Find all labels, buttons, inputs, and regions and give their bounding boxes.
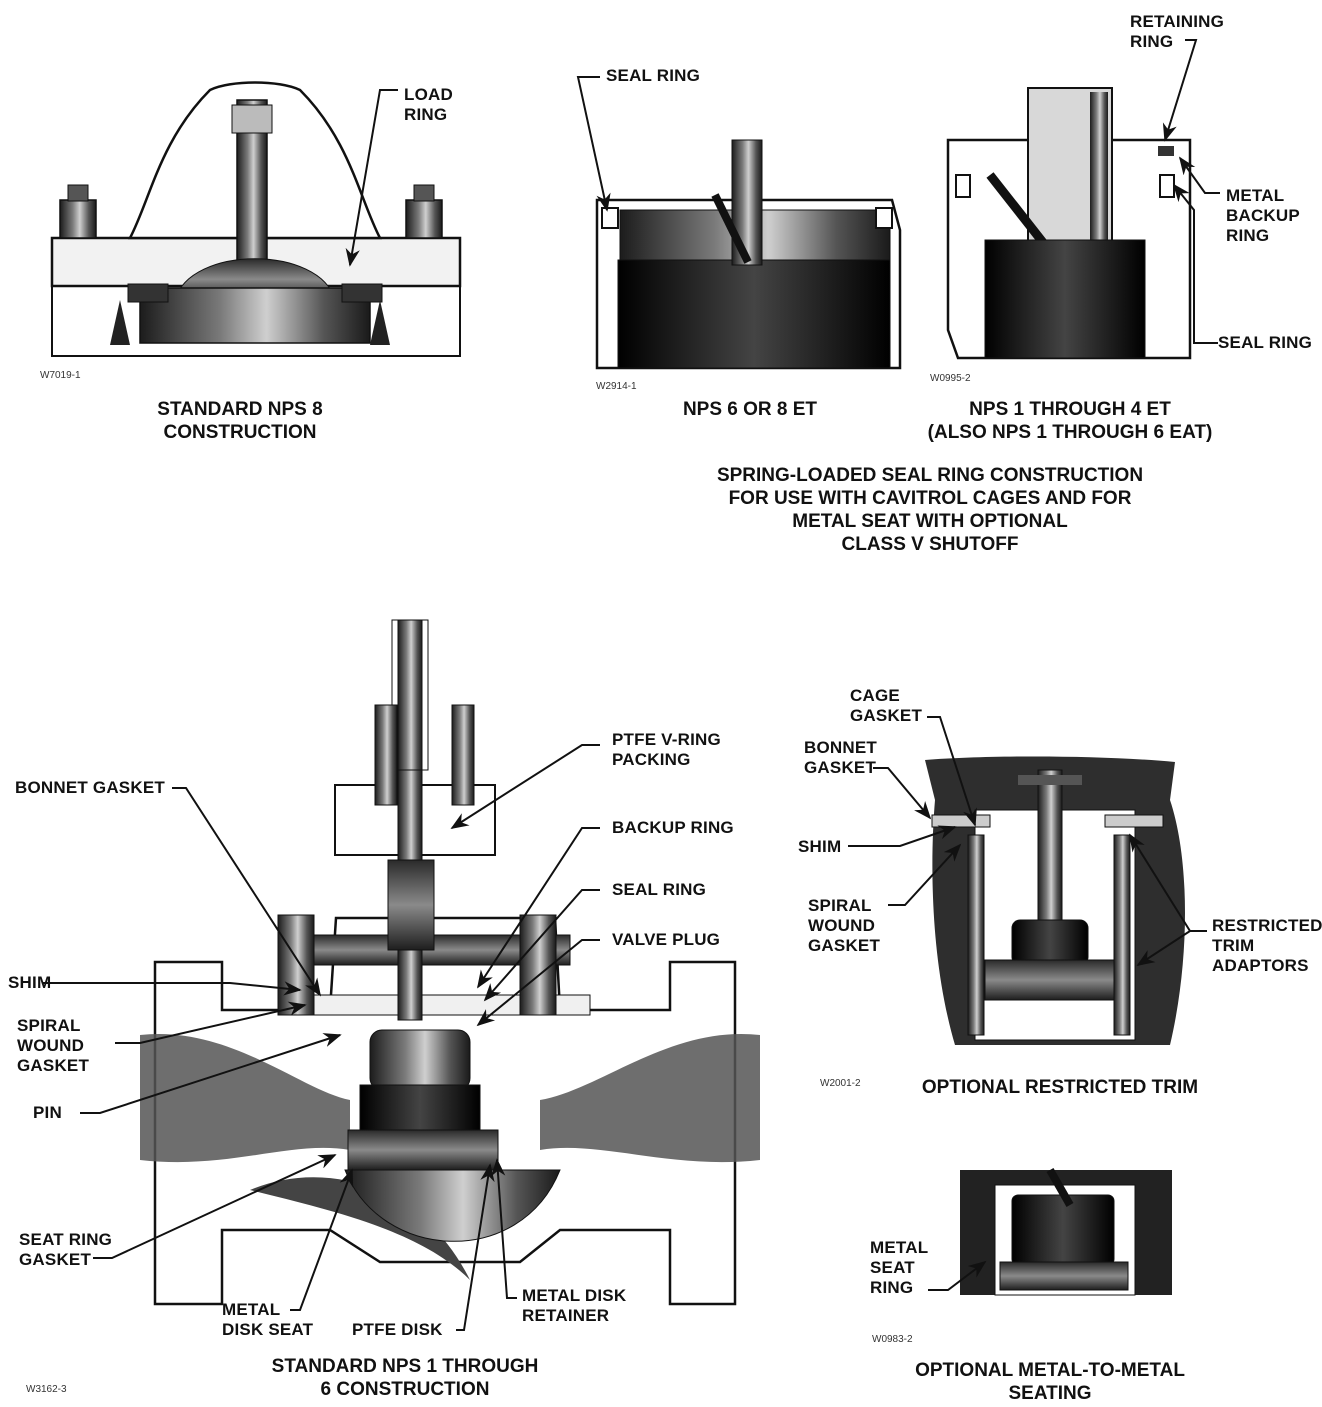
label-retaining-ring: RETAINING RING: [1130, 12, 1225, 51]
label-backup-ring: BACKUP RING: [612, 818, 734, 837]
label-bonnet-gasket-rt: BONNET GASKET: [804, 738, 877, 777]
caption-nps1-4-et: NPS 1 THROUGH 4 ET (ALSO NPS 1 THROUGH 6…: [927, 399, 1213, 443]
figure-code-w3162: W3162-3: [26, 1384, 67, 1395]
figure-code-w0995: W0995-2: [930, 373, 971, 384]
label-ptfe-v-ring-packing: PTFE V-RING PACKING: [612, 730, 721, 769]
figure-code-w2914: W2914-1: [596, 381, 637, 392]
label-seal-ring-nps1: SEAL RING: [1218, 333, 1313, 352]
caption-std-nps1-6: STANDARD NPS 1 THROUGH 6 CONSTRUCTION: [271, 1356, 539, 1400]
caption-nps6-8-et: NPS 6 OR 8 ET: [682, 399, 818, 420]
caption-std-nps8: STANDARD NPS 8 CONSTRUCTION: [157, 399, 323, 443]
label-metal-backup-ring: METAL BACKUP RING: [1226, 186, 1300, 245]
label-bonnet-gasket: BONNET GASKET: [15, 778, 165, 797]
restricted-trim-drawing: [925, 756, 1185, 1045]
figure-code-w7019: W7019-1: [40, 370, 81, 381]
label-spiral-wound-gasket-rt: SPIRAL WOUND GASKET: [808, 896, 881, 955]
label-seat-ring-gasket: SEAT RING GASKET: [19, 1230, 113, 1269]
label-cage-gasket: CAGE GASKET: [850, 686, 923, 725]
restricted-trim-leaders: [848, 716, 1207, 966]
label-metal-disk-seat: METAL DISK SEAT: [222, 1300, 314, 1339]
label-seal-ring-nps6: SEAL RING: [606, 66, 701, 85]
metal-to-metal-drawing: [960, 1168, 1172, 1296]
nps1-4-et-drawing: [946, 87, 1192, 360]
std-nps8-drawing: [50, 81, 462, 357]
metal-seat-ring-leader: [928, 1260, 987, 1291]
label-shim-rt: SHIM: [798, 837, 842, 856]
caption-spring-loaded-seal-ring: SPRING-LOADED SEAL RING CONSTRUCTION FOR…: [716, 465, 1144, 555]
label-metal-seat-ring: METAL SEAT RING: [870, 1238, 929, 1297]
label-restricted-trim-adaptors: RESTRICTED TRIM ADAPTORS: [1212, 916, 1322, 975]
label-metal-disk-retainer: METAL DISK RETAINER: [522, 1286, 627, 1325]
std-nps1-6-leaders: [42, 744, 600, 1331]
retaining-ring-leader: [1162, 39, 1198, 142]
label-seal-ring-std: SEAL RING: [612, 880, 707, 899]
caption-metal-to-metal: OPTIONAL METAL-TO-METAL SEATING: [915, 1360, 1185, 1404]
seal-ring-leader: [576, 76, 611, 212]
label-shim: SHIM: [8, 973, 52, 992]
label-pin: PIN: [33, 1103, 62, 1122]
label-load-ring: LOAD RING: [404, 85, 453, 124]
metal-backup-ring-leader: [1178, 156, 1220, 194]
seal-ring-3-leader: [1172, 183, 1218, 344]
figure-code-w2001: W2001-2: [820, 1078, 861, 1089]
label-ptfe-disk: PTFE DISK: [352, 1320, 443, 1339]
figure-code-w0983: W0983-2: [872, 1334, 913, 1345]
label-valve-plug: VALVE PLUG: [612, 930, 721, 949]
load-ring-leader: [345, 89, 398, 267]
nps6-8-et-drawing: [595, 139, 902, 370]
label-spiral-wound-gasket: SPIRAL WOUND GASKET: [17, 1016, 90, 1075]
caption-restricted-trim: OPTIONAL RESTRICTED TRIM: [921, 1077, 1199, 1098]
